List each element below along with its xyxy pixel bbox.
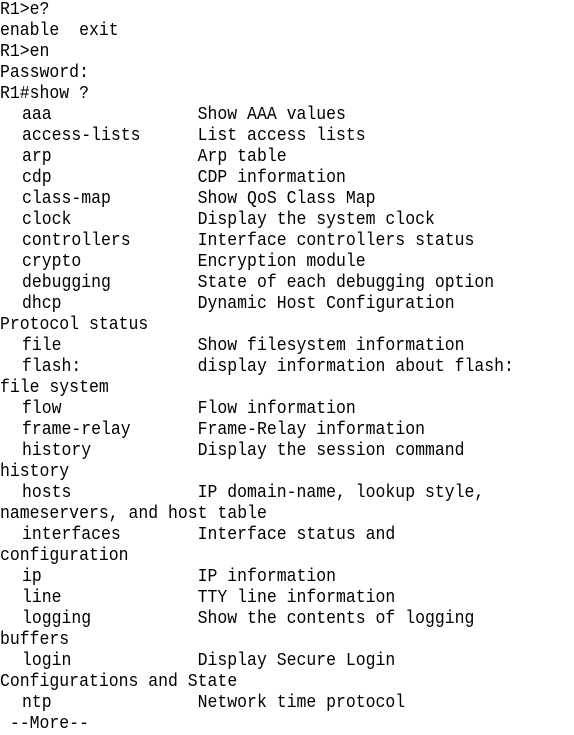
command-keyword: access-lists xyxy=(21,126,141,146)
command-keyword: aaa xyxy=(21,105,52,125)
command-entry: ntp Network time protocol xyxy=(0,693,525,714)
command-description: Frame-Relay information xyxy=(197,420,425,440)
command-entry: hosts IP domain-name, lookup style, xyxy=(0,483,525,504)
command-entry: class-map Show QoS Class Map xyxy=(0,189,525,210)
command-description: Display Secure Login xyxy=(197,651,396,671)
command-description: TTY line information xyxy=(197,588,396,608)
command-keyword: ntp xyxy=(21,693,52,713)
description-continuation: configuration xyxy=(0,546,129,566)
command-entry: file Show filesystem information xyxy=(0,336,525,357)
description-continuation: history xyxy=(0,462,70,482)
command-description: Interface controllers status xyxy=(197,231,475,251)
command-description: IP domain-name, lookup style, xyxy=(197,483,485,503)
terminal-line: enable exit xyxy=(0,21,119,41)
description-continuation: Protocol status xyxy=(0,315,149,335)
command-entry: access-lists List access lists xyxy=(0,126,525,147)
command-description: display information about flash: xyxy=(197,357,514,377)
command-entry: flash: display information about flash: xyxy=(0,357,525,378)
description-continuation: nameservers, and host table xyxy=(0,504,267,524)
command-description: Display the session command xyxy=(197,441,465,461)
command-entry: aaa Show AAA values xyxy=(0,105,525,126)
command-keyword: crypto xyxy=(21,252,82,272)
command-description: Show AAA values xyxy=(197,105,346,125)
command-description: Display the system clock xyxy=(197,210,435,230)
description-continuation: file system xyxy=(0,378,109,398)
command-description: Flow information xyxy=(197,399,356,419)
command-entry: arp Arp table xyxy=(0,147,525,168)
command-keyword: controllers xyxy=(21,231,131,251)
command-description: Show the contents of logging xyxy=(197,609,475,629)
command-entry: controllers Interface controllers status xyxy=(0,231,525,252)
command-keyword: line xyxy=(21,588,62,608)
command-keyword: clock xyxy=(21,210,72,230)
command-keyword: frame-relay xyxy=(21,420,131,440)
command-description: Encryption module xyxy=(197,252,366,272)
command-keyword: hosts xyxy=(21,483,72,503)
terminal-line: Password: xyxy=(0,63,89,83)
command-entry: dhcp Dynamic Host Configuration xyxy=(0,294,525,315)
command-description: Arp table xyxy=(197,147,287,167)
more-prompt[interactable]: --More-- xyxy=(0,714,89,734)
command-description: Interface status and xyxy=(197,525,396,545)
command-description: List access lists xyxy=(197,126,366,146)
command-keyword: flow xyxy=(21,399,62,419)
command-entry: crypto Encryption module xyxy=(0,252,525,273)
command-entry: debugging State of each debugging option xyxy=(0,273,525,294)
command-entry: clock Display the system clock xyxy=(0,210,525,231)
command-keyword: file xyxy=(21,336,62,356)
command-entry: history Display the session command xyxy=(0,441,525,462)
command-description: Dynamic Host Configuration xyxy=(197,294,455,314)
command-entry: flow Flow information xyxy=(0,399,525,420)
command-description: IP information xyxy=(197,567,337,587)
command-entry: logging Show the contents of logging xyxy=(0,609,525,630)
command-keyword: logging xyxy=(21,609,92,629)
command-entry: frame-relay Frame-Relay information xyxy=(0,420,525,441)
command-keyword: arp xyxy=(21,147,52,167)
command-keyword: login xyxy=(21,651,72,671)
command-entry: login Display Secure Login xyxy=(0,651,525,672)
terminal-line: R1>en xyxy=(0,42,50,62)
command-entry: interfaces Interface status and xyxy=(0,525,525,546)
description-continuation: buffers xyxy=(0,630,70,650)
command-description: Show filesystem information xyxy=(197,336,465,356)
command-description: State of each debugging option xyxy=(197,273,495,293)
command-description: Show QoS Class Map xyxy=(197,189,376,209)
command-keyword: cdp xyxy=(21,168,52,188)
command-description: CDP information xyxy=(197,168,346,188)
command-keyword: class-map xyxy=(21,189,111,209)
terminal-line: R1#show ? xyxy=(0,84,89,104)
command-entry: line TTY line information xyxy=(0,588,525,609)
command-entry: cdp CDP information xyxy=(0,168,525,189)
description-continuation: Configurations and State xyxy=(0,672,238,692)
command-keyword: history xyxy=(21,441,92,461)
command-description: Network time protocol xyxy=(197,693,406,713)
command-keyword: interfaces xyxy=(21,525,121,545)
command-keyword: dhcp xyxy=(21,294,62,314)
command-keyword: debugging xyxy=(21,273,111,293)
terminal-line: R1>e? xyxy=(0,0,50,20)
command-keyword: flash: xyxy=(21,357,82,377)
command-entry: ip IP information xyxy=(0,567,525,588)
command-keyword: ip xyxy=(21,567,42,587)
